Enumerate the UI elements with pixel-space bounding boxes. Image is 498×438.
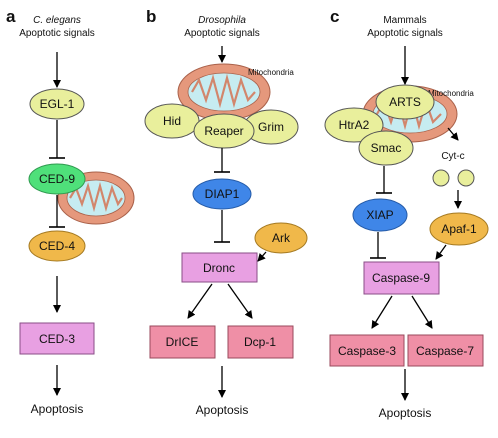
ced3-box xyxy=(19,322,95,355)
panel-a: a C. elegans Apoptotic signals EGL-1 CED… xyxy=(6,7,135,416)
ced4-label: CED-4 xyxy=(39,239,75,253)
htra2-label: HtrA2 xyxy=(339,118,370,132)
drice-box xyxy=(149,325,216,359)
hid-label: Hid xyxy=(163,114,181,128)
apoptosis-a-label: Apoptosis xyxy=(31,402,84,416)
mitochondria-c-label: Mitochondria xyxy=(428,89,474,98)
panel-a-signals: Apoptotic signals xyxy=(19,28,95,39)
htra2-node xyxy=(324,107,384,143)
apaf1-node xyxy=(429,212,489,246)
mitochondria-b-label: Mitochondria xyxy=(248,68,294,77)
diap1-label: DIAP1 xyxy=(205,187,240,201)
dronc-box xyxy=(181,252,258,283)
diap1-node xyxy=(192,178,252,210)
panel-c: c Mammals Apoptotic signals Mitochondria… xyxy=(324,7,489,420)
ced9-label: CED-9 xyxy=(39,172,75,186)
arrow-apaf1-to-casp9 xyxy=(435,244,447,260)
arrow-dronc-to-dcp1 xyxy=(227,283,253,319)
ced9-node xyxy=(28,163,86,195)
panel-c-signals: Apoptotic signals xyxy=(367,28,443,39)
dcp1-label: Dcp-1 xyxy=(244,335,276,349)
egl1-label: EGL-1 xyxy=(40,97,75,111)
cytc-label: Cyt-c xyxy=(441,151,464,162)
arrow-ark-to-dronc xyxy=(257,251,267,262)
egl1-node xyxy=(29,88,85,120)
smac-label: Smac xyxy=(371,141,402,155)
casp9-label: Caspase-9 xyxy=(372,271,430,285)
panel-b: b Drosophila Apoptotic signals Mitochond… xyxy=(144,7,308,417)
cytc-molecule-icon xyxy=(457,169,475,187)
arrow-mito-to-cytc xyxy=(447,127,459,141)
arrow-casp9-to-casp3 xyxy=(371,295,393,329)
arrow-dronc-to-drice xyxy=(187,283,213,319)
ark-node xyxy=(254,222,308,254)
casp9-box xyxy=(363,261,440,295)
panel-b-letter: b xyxy=(146,7,156,26)
xiap-node xyxy=(352,198,408,232)
panel-a-letter: a xyxy=(6,7,16,26)
panel-b-species: Drosophila xyxy=(198,15,246,26)
mitochondrion-b-icon xyxy=(177,63,271,121)
dcp1-box xyxy=(227,325,294,359)
panel-c-species: Mammals xyxy=(383,15,426,26)
reaper-label: Reaper xyxy=(204,124,243,138)
reaper-node xyxy=(193,113,255,149)
arts-label: ARTS xyxy=(389,95,421,109)
xiap-label: XIAP xyxy=(366,208,393,222)
panel-b-signals: Apoptotic signals xyxy=(184,28,260,39)
apaf1-label: Apaf-1 xyxy=(441,222,477,236)
casp3-label: Caspase-3 xyxy=(338,344,396,358)
panel-c-letter: c xyxy=(330,7,339,26)
dronc-label: Dronc xyxy=(203,261,235,275)
ark-label: Ark xyxy=(272,231,291,245)
apoptosis-b-label: Apoptosis xyxy=(196,403,249,417)
casp3-box xyxy=(329,334,405,367)
apoptosis-c-label: Apoptosis xyxy=(379,406,432,420)
smac-node xyxy=(358,130,414,166)
casp7-box xyxy=(407,334,484,367)
arrow-casp9-to-casp7 xyxy=(411,295,433,329)
grim-label: Grim xyxy=(258,120,284,134)
drice-label: DrICE xyxy=(166,335,199,349)
panel-a-species: C. elegans xyxy=(33,15,81,26)
arts-node xyxy=(375,84,435,120)
cytc-molecule-icon xyxy=(432,169,450,187)
ced3-label: CED-3 xyxy=(39,332,75,346)
ced4-node xyxy=(28,230,86,262)
casp7-label: Caspase-7 xyxy=(416,344,474,358)
